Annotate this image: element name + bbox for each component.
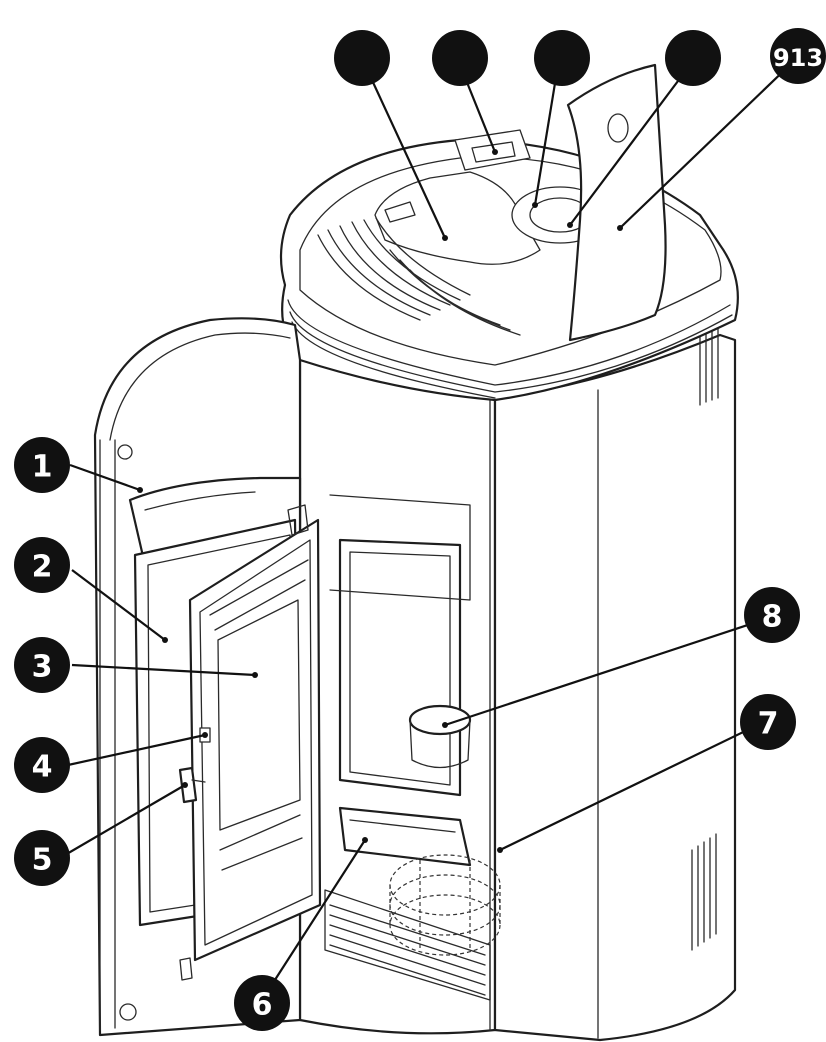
callout-12 [665, 30, 721, 86]
callout-4-label: 4 [32, 750, 53, 785]
callout-6-label: 6 [252, 988, 273, 1023]
ash-pan [338, 806, 472, 867]
callout-3: 3 [14, 637, 70, 693]
leader-1 [69, 463, 141, 492]
leader-12 [569, 64, 691, 226]
callout-3-label: 3 [32, 650, 53, 685]
leader-4 [67, 733, 206, 767]
callout-8: 8 [744, 587, 800, 643]
callout-10 [432, 30, 488, 86]
top-grille [317, 217, 521, 336]
callout-13-label: 913 [773, 44, 823, 72]
callout-2-label: 2 [32, 550, 53, 585]
callout-7: 7 [740, 694, 796, 750]
callout-1-label: 1 [32, 450, 53, 485]
combustion-fan [389, 854, 501, 956]
leader-8 [444, 613, 779, 727]
leader-11 [533, 64, 560, 206]
callout-8-label: 8 [762, 600, 783, 635]
front-lower-grille [324, 889, 491, 1001]
leader-13 [619, 59, 796, 229]
leader-9 [364, 64, 446, 239]
callout-13: 913 [770, 28, 826, 84]
callout-7-label: 7 [758, 707, 779, 742]
callout-11 [534, 30, 590, 86]
callout-5: 5 [14, 830, 70, 886]
leader-2 [71, 569, 166, 641]
side-vent-lower [691, 833, 717, 951]
hopper-lid [566, 63, 667, 342]
callout-5-label: 5 [32, 843, 53, 878]
callout-1: 1 [14, 437, 70, 493]
firebox-door-glass [217, 599, 301, 831]
leader-6 [261, 839, 366, 1001]
callout-2: 2 [14, 537, 70, 593]
side-vent-upper [699, 293, 719, 406]
callout-6: 6 [234, 975, 290, 1031]
leader-7 [499, 719, 769, 851]
leader-3 [71, 663, 256, 677]
leader-lines [64, 59, 796, 1001]
burn-pot [408, 704, 472, 769]
callout-9 [334, 30, 390, 86]
leader-5 [64, 784, 186, 856]
control-panel [454, 129, 531, 171]
callout-badges: 1 2 3 4 5 6 7 8 [14, 28, 826, 1031]
callout-4: 4 [14, 737, 70, 793]
firebox-door [179, 504, 322, 981]
